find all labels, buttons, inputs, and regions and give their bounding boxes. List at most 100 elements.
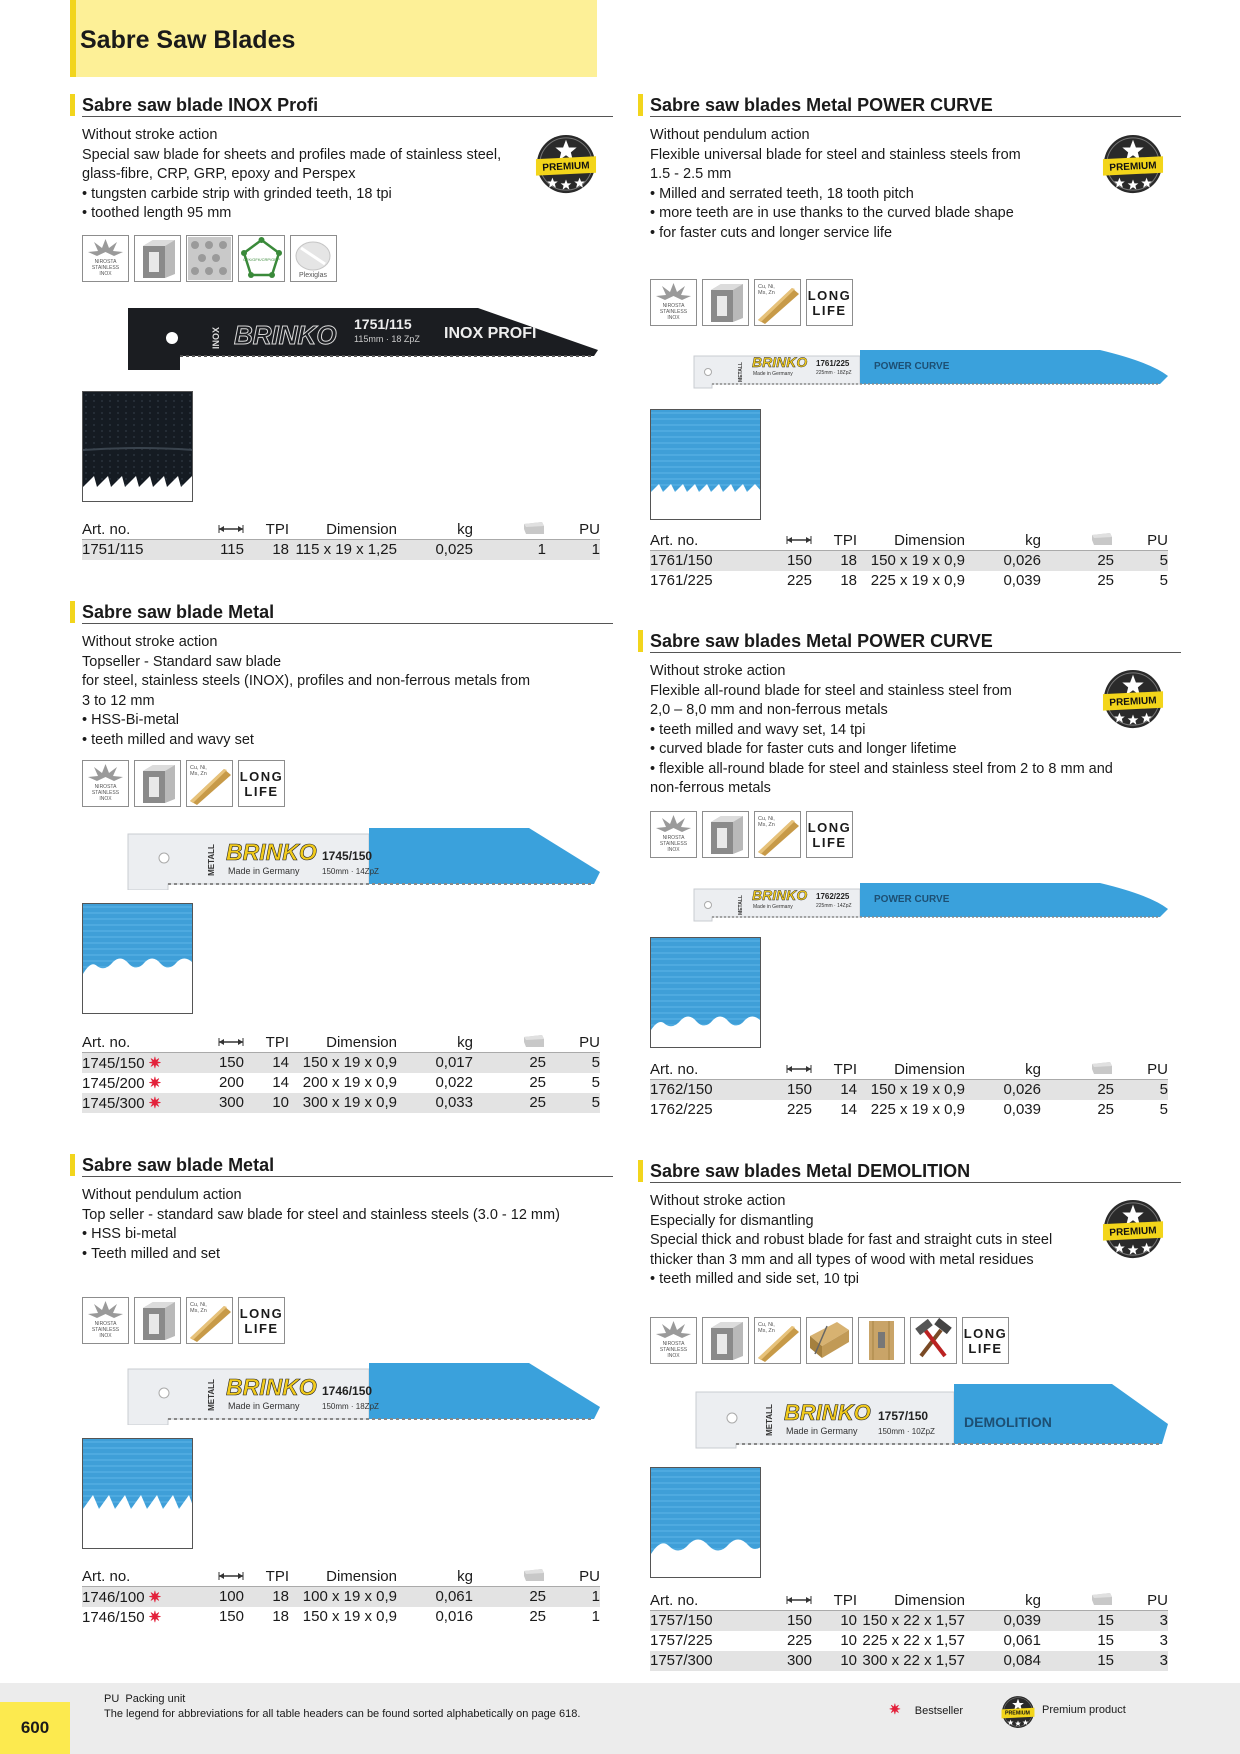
package-icon: [1041, 1590, 1114, 1611]
brand-logo: BRINKO: [226, 1374, 317, 1400]
bestseller-icon: ✷: [148, 1054, 162, 1072]
description-bullet: more teeth are in use thanks to the curv…: [650, 204, 1090, 224]
plexiglas-icon: Plexiglas: [290, 235, 337, 282]
section-description: Without pendulum action Flexible univers…: [650, 126, 1090, 243]
saw-blade-1757-image: METALL BRINKO Made in Germany 1757/150 1…: [695, 1384, 1168, 1449]
section-accent-bar: [70, 94, 75, 116]
svg-text:DEMOLITION: DEMOLITION: [964, 1414, 1052, 1430]
svg-text:Made in Germany: Made in Germany: [786, 1426, 858, 1436]
header-art-no: Art. no.: [82, 519, 197, 540]
bestseller-icon: ✷: [148, 1074, 162, 1092]
description-line: Flexible all-round blade for steel and s…: [650, 682, 1012, 699]
description-line: glass-fibre, CRP, GRP, epoxy and Perspex: [82, 166, 356, 182]
section-inox-profi: Sabre saw blade INOX Profi Without strok…: [70, 94, 613, 224]
brand-logo: BRINKO: [226, 839, 317, 865]
page-number: 600: [0, 1702, 70, 1754]
description-line: thicker than 3 mm and all types of wood …: [650, 1251, 1034, 1268]
description-line: Flexible universal blade for steel and s…: [650, 146, 1021, 163]
header-art-no: Art. no.: [650, 530, 765, 551]
svg-text:STAINLESS: STAINLESS: [92, 265, 120, 271]
section-accent-bar: [70, 1154, 75, 1176]
svg-text:METALL: METALL: [738, 895, 744, 915]
header-kg: kg: [965, 1059, 1041, 1080]
description-bullet: Teeth milled and set: [82, 1245, 602, 1265]
section-description: Without stroke action Special saw blade …: [82, 126, 522, 224]
section-accent-bar: [70, 601, 75, 623]
svg-text:INOX: INOX: [99, 1333, 112, 1339]
steel-profile-icon: [134, 760, 181, 807]
steel-profile-icon: [134, 235, 181, 282]
premium-badge-text: PREMIUM: [1109, 160, 1157, 173]
description-line: 2,0 – 8,0 mm and non-ferrous metals: [650, 702, 888, 718]
svg-text:NIROSTA: NIROSTA: [95, 1321, 118, 1327]
svg-text:INOX: INOX: [667, 1353, 680, 1359]
spec-table: Art. no. TPI Dimension kg PU 1745/150✷15…: [82, 1032, 600, 1113]
description-bullet: teeth milled and side set, 10 tpi: [650, 1270, 1090, 1290]
header-pu: PU: [546, 1032, 600, 1053]
header-dimension: Dimension: [857, 530, 965, 551]
header-art-no: Art. no.: [650, 1590, 765, 1611]
section-accent-bar: [638, 94, 643, 116]
package-icon: [473, 1566, 546, 1587]
header-dimension: Dimension: [289, 519, 397, 540]
description-line: 1.5 - 2.5 mm: [650, 166, 732, 182]
package-icon: [1041, 1059, 1114, 1080]
svg-text:NIROSTA: NIROSTA: [663, 835, 686, 841]
header-kg: kg: [397, 1566, 473, 1587]
bestseller-icon: ✷: [889, 1701, 901, 1717]
svg-text:150mm · 18ZpZ: 150mm · 18ZpZ: [322, 1402, 379, 1411]
svg-text:CFK/GFK/CRP/GRP: CFK/GFK/CRP/GRP: [243, 257, 280, 262]
section-accent-bar: [638, 630, 643, 652]
svg-text:METALL: METALL: [738, 362, 744, 382]
non-ferrous-rod-icon: Cu, Ni,Ms, Zn: [754, 1317, 801, 1364]
description-bullet: HSS-Bi-metal: [82, 711, 602, 731]
brand-logo: BRINKO: [752, 354, 807, 370]
section-description: Without pendulum action Top seller - sta…: [82, 1186, 602, 1264]
section-title: Sabre saw blades Metal POWER CURVE: [650, 630, 1181, 653]
section-accent-bar: [638, 1160, 643, 1182]
premium-badge-text: PREMIUM: [1109, 1225, 1157, 1238]
description-bullet: for faster cuts and longer service life: [650, 224, 1090, 244]
section-title: Sabre saw blade INOX Profi: [82, 94, 613, 117]
description-line: Without stroke action: [650, 1193, 786, 1209]
premium-badge-text: PREMIUM: [1005, 1710, 1031, 1716]
brand-logo: BRINKO: [234, 320, 337, 350]
svg-text:Ms, Zn: Ms, Zn: [190, 1308, 207, 1314]
header-dimension: Dimension: [289, 1566, 397, 1587]
description-line: for steel, stainless steels (INOX), prof…: [82, 673, 531, 689]
premium-legend-icon: PREMIUM: [1001, 1695, 1035, 1729]
svg-text:METALL: METALL: [207, 844, 216, 876]
description-line: Topseller - Standard saw blade: [82, 653, 282, 670]
teeth-closeup-image: [650, 937, 761, 1048]
premium-badge-text: PREMIUM: [542, 160, 590, 173]
section-title: Sabre saw blade Metal: [82, 601, 613, 624]
svg-text:INOX: INOX: [667, 315, 680, 321]
section-title: Sabre saw blade Metal: [82, 1154, 613, 1177]
section-power-curve-stroke: Sabre saw blades Metal POWER CURVE Witho…: [638, 630, 1181, 799]
section-metal-stroke: Sabre saw blade Metal Without stroke act…: [70, 601, 613, 750]
header-kg: kg: [965, 530, 1041, 551]
teeth-closeup-image: [82, 391, 193, 502]
section-description: Without stroke action Flexible all-round…: [650, 662, 1181, 799]
bestseller-icon: ✷: [148, 1094, 162, 1112]
demolition-tools-icon: [910, 1317, 957, 1364]
wood-cutting-icon: [806, 1317, 853, 1364]
teeth-closeup-image: [650, 1467, 761, 1578]
brand-logo: BRINKO: [784, 1400, 871, 1425]
saw-blade-1761-image: METALL BRINKO Made in Germany 1761/225 2…: [693, 350, 1168, 389]
